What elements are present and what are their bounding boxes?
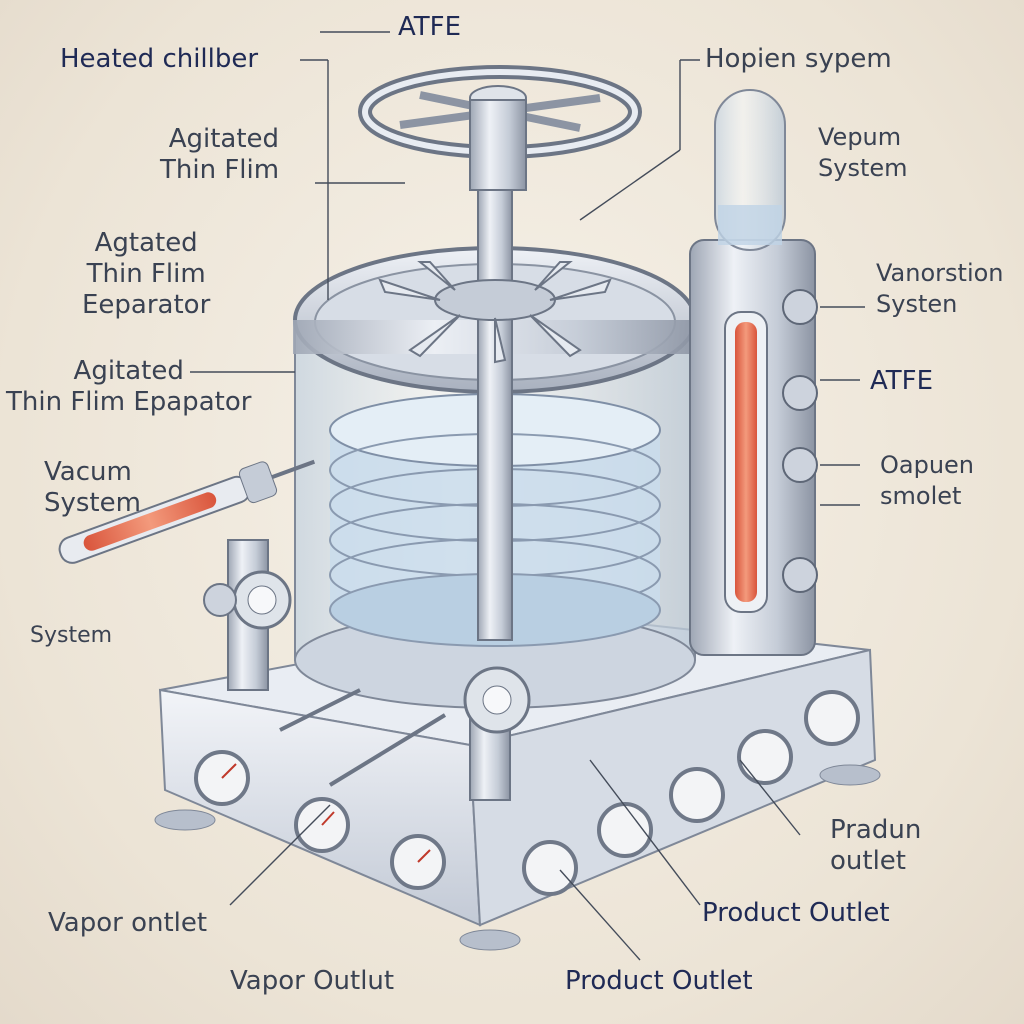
label-vapour-system-top: Hopien sypem: [705, 44, 892, 74]
label-product-outlet-bottom: Product Outlet: [565, 966, 753, 996]
label-vacuum-system-left: Vacum System: [44, 457, 141, 518]
thermometer-icon: [724, 311, 768, 613]
label-vapor-outlet-bottom: Vapor Outlut: [230, 966, 395, 996]
label-vapour-smolet: Oapuen smolet: [880, 451, 975, 510]
label-agitated-thin-film: Agitated Thin Flim: [160, 124, 280, 185]
handwheel-icon: [358, 65, 642, 191]
label-atfe-right: ATFE: [870, 366, 934, 396]
label-vaporization-system: Vanorstion Systen: [876, 259, 1004, 318]
label-product-outlet-mid: Product Outlet: [702, 898, 890, 928]
valve-icon: [782, 289, 818, 593]
sight-glass-icon: [203, 539, 531, 801]
label-agitated-thin-film-evaporator: Agtated Thin Flim Eeparator: [82, 228, 211, 320]
label-heated-chamber: Heated chillber: [60, 44, 259, 74]
leader-lines: [190, 31, 865, 961]
label-agitated-thin-film-evaporator-2: Agitated Thin Flim Epapator: [6, 356, 252, 417]
label-product-outlet-right: Pradun outlet: [830, 815, 922, 876]
label-system-left: System: [30, 623, 113, 648]
gauge-icon: [194, 690, 860, 896]
probe-icon: [58, 459, 316, 564]
label-atfe-top: ATFE: [398, 12, 462, 42]
label-vapor-outlet-left: Vapor ontlet: [48, 908, 208, 938]
label-vacuum-system-right: Vepum System: [818, 123, 908, 182]
